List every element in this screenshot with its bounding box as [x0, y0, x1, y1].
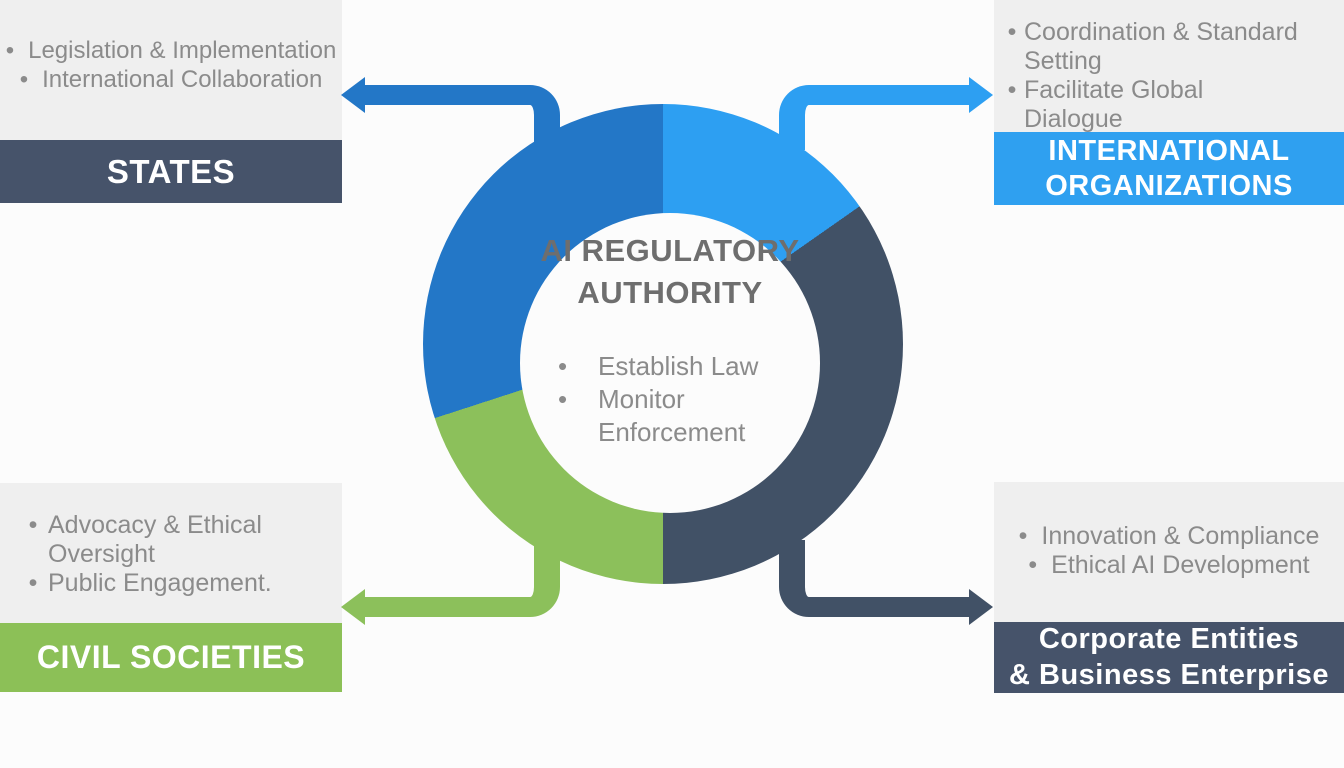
list-item: • Coordination & Standard Setting	[1000, 18, 1320, 76]
connector-pipe-civil	[355, 540, 560, 617]
states-bullet-list: • Legislation & Implementation • Interna…	[0, 36, 342, 94]
corporate-title-line2: & Business Enterprise	[1009, 658, 1329, 691]
corporate-bullet-list: • Innovation & Compliance • Ethical AI D…	[994, 522, 1344, 580]
international-panel: • Coordination & Standard Setting • Faci…	[994, 0, 1344, 134]
list-item: • Public Engagement.	[18, 569, 328, 598]
bullet-icon: •	[1007, 76, 1017, 104]
arrow-right-icon	[969, 589, 993, 625]
list-item: • Innovation & Compliance	[994, 522, 1344, 551]
bullet-icon: •	[1007, 18, 1017, 46]
connector-pipe-corporate	[779, 540, 971, 617]
list-item-text: Legislation & Implementation	[28, 37, 337, 64]
donut-hole	[520, 213, 820, 513]
bullet-icon: •	[5, 37, 15, 64]
bullet-icon: •	[558, 351, 568, 381]
corporate-title-line1: Corporate Entities	[1038, 623, 1300, 656]
international-title-line1: INTERNATIONAL	[1048, 134, 1290, 167]
civil-bullet-list: • Advocacy & Ethical Oversight • Public …	[18, 511, 328, 598]
bullet-icon: •	[19, 66, 29, 93]
corporate-panel: • Innovation & Compliance • Ethical AI D…	[994, 482, 1344, 622]
civil-header: CIVIL SOCIETIES	[0, 623, 342, 692]
bullet-icon: •	[1018, 522, 1028, 550]
civil-panel: • Advocacy & Ethical Oversight • Public …	[0, 483, 342, 623]
list-item-text: International Collaboration	[42, 66, 323, 93]
list-item: • Legislation & Implementation	[0, 36, 342, 65]
connector-pipe-states	[355, 85, 560, 150]
arrow-left-icon	[341, 589, 365, 625]
center-bullet-list: • Establish Law • Monitor Enforcement	[558, 350, 773, 449]
list-item: • International Collaboration	[0, 65, 342, 94]
list-item: • Facilitate Global Dialogue	[1000, 76, 1320, 134]
bullet-icon: •	[28, 511, 38, 539]
list-item-text: Facilitate Global Dialogue	[1024, 76, 1204, 133]
bullet-icon: •	[28, 569, 38, 597]
states-title: STATES	[106, 152, 236, 190]
list-item-text: Establish Law	[598, 351, 759, 381]
list-item: • Establish Law	[558, 350, 773, 383]
list-item-text: Monitor Enforcement	[598, 384, 746, 447]
list-item-text: Ethical AI Development	[1051, 551, 1310, 579]
list-item-text: Advocacy & Ethical Oversight	[48, 511, 262, 568]
states-panel: • Legislation & Implementation • Interna…	[0, 0, 342, 140]
list-item: • Ethical AI Development	[994, 551, 1344, 580]
list-item-text: Innovation & Compliance	[1041, 522, 1320, 550]
bullet-icon: •	[1028, 551, 1038, 579]
bullet-icon: •	[558, 384, 568, 414]
arrow-left-icon	[341, 77, 365, 113]
arrow-right-icon	[969, 77, 993, 113]
international-bullet-list: • Coordination & Standard Setting • Faci…	[1000, 18, 1320, 134]
international-title-line2: ORGANIZATIONS	[1045, 169, 1293, 202]
list-item: • Monitor Enforcement	[558, 383, 773, 449]
corporate-header: Corporate Entities & Business Enterprise	[994, 622, 1344, 693]
list-item-text: Public Engagement.	[48, 569, 272, 597]
connector-pipe-international	[779, 85, 971, 150]
civil-title: CIVIL SOCIETIES	[36, 639, 306, 676]
international-header: INTERNATIONAL ORGANIZATIONS	[994, 132, 1344, 205]
states-header: STATES	[0, 140, 342, 203]
center-title: AI REGULATORY AUTHORITY	[540, 233, 800, 310]
list-item: • Advocacy & Ethical Oversight	[18, 511, 328, 569]
list-item-text: Coordination & Standard Setting	[1024, 18, 1298, 75]
